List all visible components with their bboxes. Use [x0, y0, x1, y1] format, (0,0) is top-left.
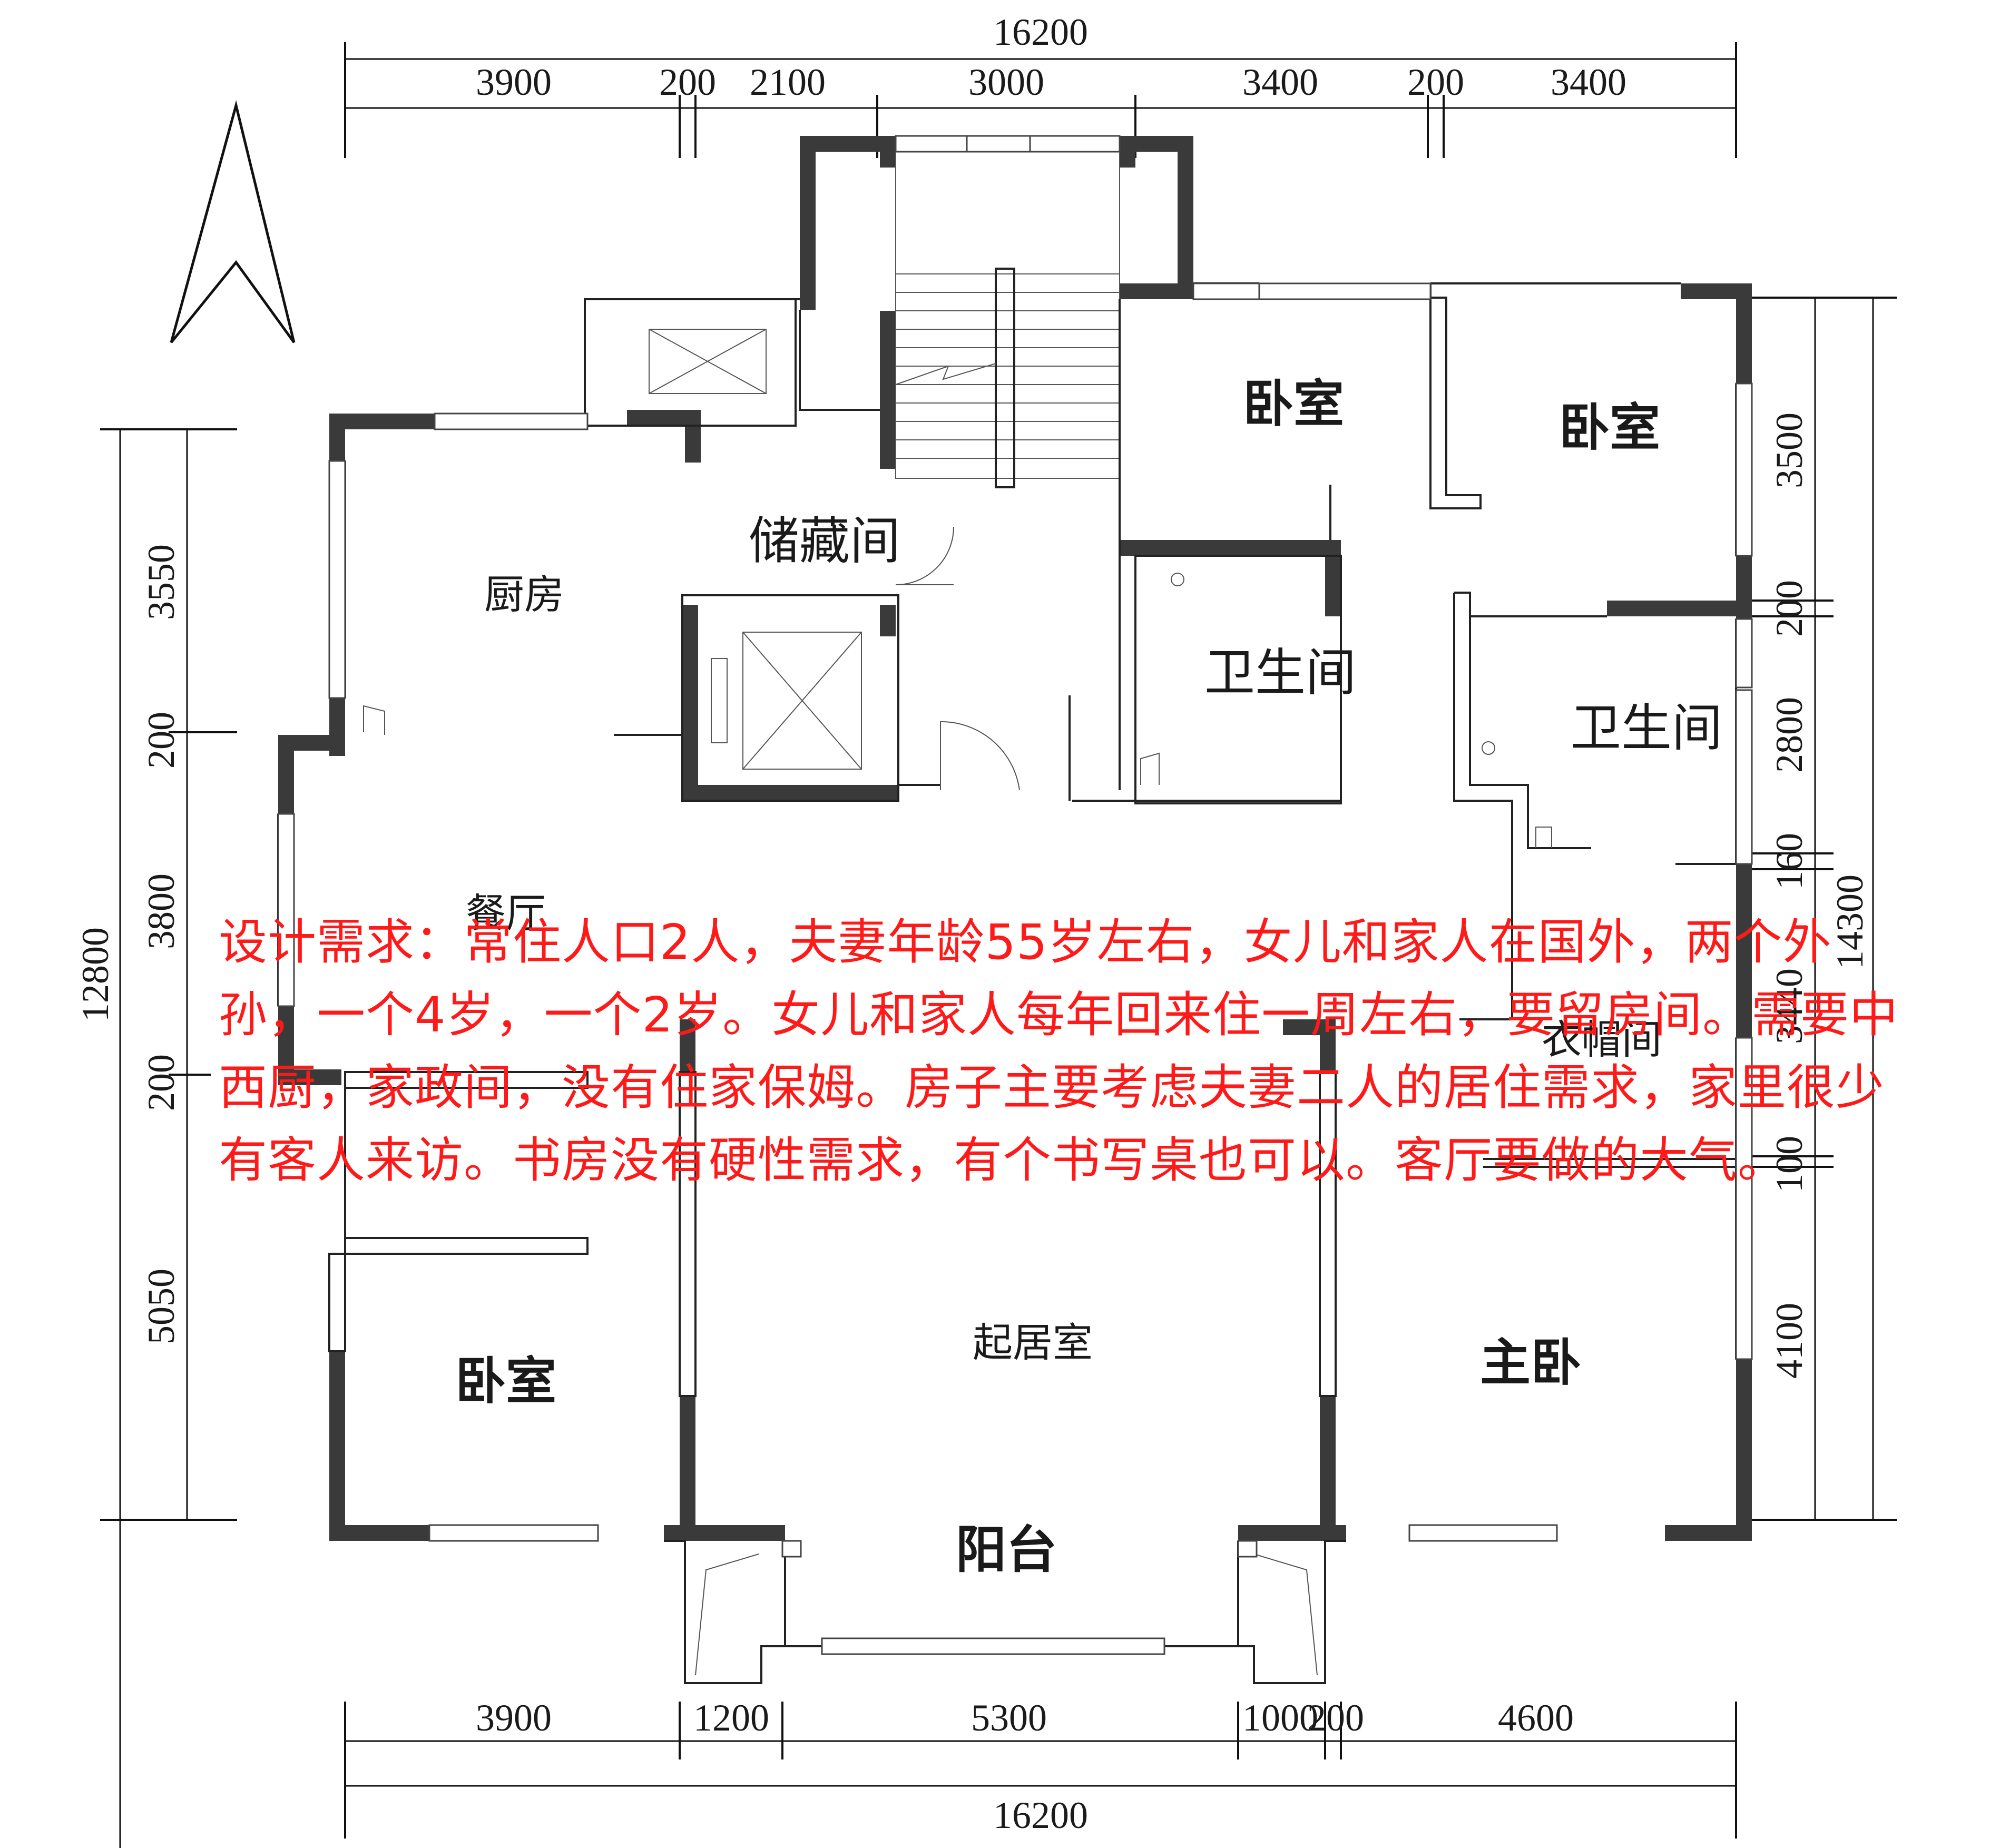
dim-top-seg-4: 3000: [968, 61, 1044, 103]
dim-bottom-seg-6: 4600: [1498, 1697, 1574, 1739]
label-master-bedroom: 主卧: [1480, 1333, 1581, 1392]
design-requirement-note: 设计需求：常住人口2人，夫妻年龄55岁左右，女儿和家人在国外，两个外孙，一个4岁…: [219, 914, 1899, 1188]
dim-top-seg-1: 3900: [476, 61, 552, 103]
dim-right-seg-3: 2800: [1768, 697, 1810, 773]
label-cloakroom: 衣帽间: [1542, 1016, 1662, 1063]
stairs: [895, 151, 1120, 488]
dim-right-seg-7: 4100: [1768, 1303, 1810, 1379]
dim-right-seg-1: 3500: [1768, 412, 1810, 488]
bottom-dimensions: 3900 1200 5300 1000 200 4600 16200: [344, 1697, 1737, 1839]
dim-left-seg-4: 200: [140, 1054, 182, 1111]
right-dimensions: 3500 200 2800 160 3440 100 4100 14300: [1739, 297, 1897, 1521]
dim-top-seg-7: 3400: [1551, 61, 1626, 103]
dim-right-seg-5: 3440: [1768, 968, 1810, 1044]
dim-left-seg-1: 3550: [140, 544, 182, 620]
label-living: 起居室: [973, 1319, 1093, 1366]
dim-left-seg-3: 3800: [140, 873, 182, 949]
dim-right-seg-6: 100: [1768, 1136, 1810, 1193]
label-kitchen: 厨房: [484, 571, 564, 618]
top-dimensions: 16200 3900 200 2100 3000 3400 200 3400: [344, 11, 1737, 158]
left-dimensions: 12800 3550 200 3800 200 5050: [74, 428, 237, 1848]
partitions: [277, 151, 1737, 1684]
dim-bottom-seg-1: 3900: [476, 1697, 552, 1739]
label-bathroom-1: 卫生间: [1204, 643, 1356, 702]
label-storage: 储藏间: [749, 512, 900, 571]
room-labels: 卧室 卧室 储藏间 厨房 卫生间 卫生间 餐厅 衣帽间 卧室 起居室 主卧 阳台: [455, 375, 1722, 1579]
dim-bottom-seg-3: 5300: [971, 1697, 1047, 1739]
dim-top-seg-3: 2100: [750, 61, 826, 103]
dim-right-seg-4: 160: [1768, 833, 1810, 890]
north-arrow-icon: [170, 100, 296, 343]
dim-bottom-seg-5: 200: [1307, 1697, 1364, 1739]
dim-top-seg-2: 200: [659, 61, 716, 103]
dim-bottom-seg-2: 1200: [693, 1697, 769, 1739]
label-dining: 餐厅: [466, 890, 546, 937]
dim-left-total: 12800: [74, 927, 116, 1022]
label-bedroom-ne2: 卧室: [1559, 398, 1660, 457]
label-bedroom-sw: 卧室: [455, 1352, 556, 1411]
label-bathroom-2: 卫生间: [1571, 699, 1722, 758]
dim-bottom-seg-4: 1000: [1242, 1697, 1318, 1739]
dim-top-seg-6: 200: [1407, 61, 1464, 103]
dim-bottom-total: 16200: [993, 1794, 1088, 1836]
dim-top-seg-5: 3400: [1242, 61, 1318, 103]
label-balcony: 阳台: [956, 1520, 1057, 1579]
dim-left-seg-2: 200: [140, 712, 182, 769]
dim-top-total: 16200: [993, 11, 1088, 53]
walls: [278, 136, 1752, 1541]
windows: [277, 135, 1753, 1655]
dim-right-total: 14300: [1829, 874, 1871, 969]
dim-left-seg-5: 5050: [140, 1269, 182, 1344]
label-bedroom-ne1: 卧室: [1243, 375, 1344, 434]
dim-right-seg-2: 200: [1768, 580, 1810, 637]
